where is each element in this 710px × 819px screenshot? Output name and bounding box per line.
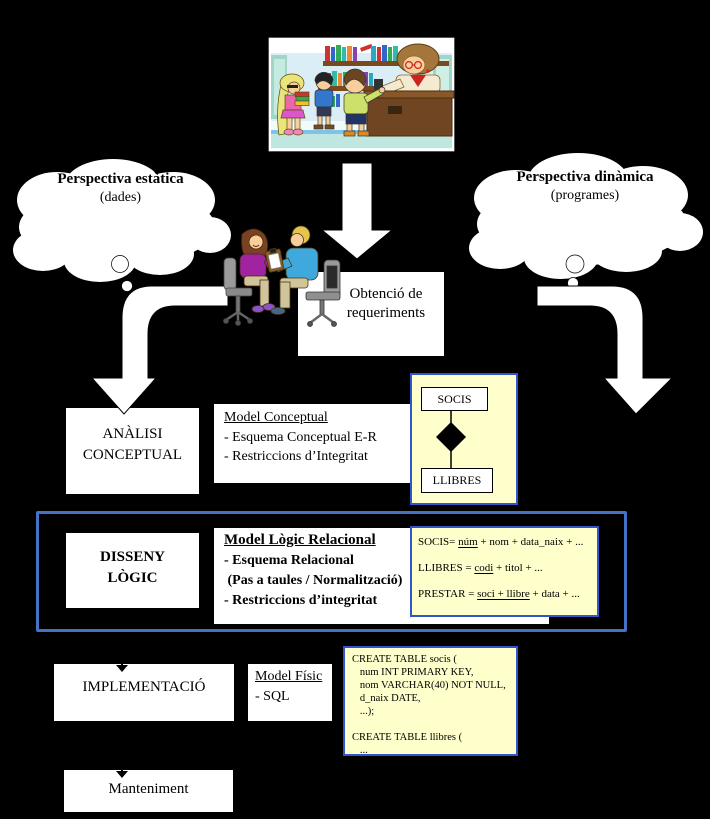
connector-arrow-icon: [116, 663, 128, 672]
curved-arrow-right-icon: [536, 285, 674, 415]
disseny-line2: LÒGIC: [107, 570, 158, 586]
model-fisic-title: Model Físic: [255, 669, 323, 684]
perspective-static-label: Perspectiva estàtica (dades): [23, 170, 218, 207]
model-fisic-items: - SQL: [255, 689, 290, 704]
connector-arrow-icon: [116, 769, 128, 778]
relationship-diamond-icon: [436, 411, 466, 470]
model-logic-title: Model Lògic Relacional: [224, 532, 376, 548]
relational-schema-note: SOCIS= núm + nom + data_naix + ...LLIBRE…: [410, 526, 599, 617]
library-scene-illustration: [268, 37, 455, 152]
perspective-dynamic-label: Perspectiva dinàmica (programes): [480, 168, 690, 205]
model-conceptual-title: Model Conceptual: [224, 410, 328, 425]
analisi-line1: ANÀLISI: [102, 426, 163, 442]
cloud-left-subtitle: (dades): [99, 190, 142, 205]
entity-llibres: LLIBRES: [421, 468, 493, 493]
cloud-left-title: Perspectiva estàtica: [57, 171, 184, 187]
sql-code-lines: CREATE TABLE socis ( num INT PRIMARY KEY…: [352, 654, 506, 756]
model-conceptual-items: - Esquema Conceptual E-R- Restriccions d…: [224, 430, 377, 464]
entity-socis: SOCIS: [421, 387, 488, 411]
phase-box-disseny-logic: DISSENY LÒGIC: [65, 532, 200, 609]
er-diagram-note: SOCIS LLIBRES: [410, 373, 518, 505]
sql-code-note: CREATE TABLE socis ( num INT PRIMARY KEY…: [343, 646, 518, 756]
interview-clipart: [223, 225, 341, 327]
cloud-right-title: Perspectiva dinàmica: [516, 169, 654, 185]
disseny-line1: DISSENY: [99, 549, 166, 565]
requirements-label: Obtenció de requeriments: [346, 286, 426, 321]
thought-cloud-left-icon: [13, 159, 231, 282]
manteniment-label: Manteniment: [108, 781, 189, 797]
relational-schema-lines: SOCIS= núm + nom + data_naix + ...LLIBRE…: [418, 536, 584, 600]
analisi-line2: CONCEPTUAL: [82, 447, 183, 463]
cloud-right-subtitle: (programes): [550, 188, 620, 203]
phase-box-manteniment: Manteniment: [63, 769, 234, 813]
phase-box-implementacio: IMPLEMENTACIÓ: [53, 663, 235, 722]
down-arrow-icon: [320, 163, 394, 260]
logical-design-section: [36, 511, 627, 632]
model-logic-items: - Esquema Relacional (Pas a taules / Nor…: [224, 553, 403, 608]
thought-bubbles-left-icon: [111, 255, 135, 307]
model-fisic-box: Model Físic - SQL: [247, 663, 333, 722]
thought-cloud-right-icon: [469, 153, 703, 279]
phase-box-analisi-conceptual: ANÀLISI CONCEPTUAL: [65, 407, 200, 495]
curved-arrow-left-icon: [90, 285, 229, 415]
model-conceptual-box: Model Conceptual - Esquema Conceptual E-…: [213, 403, 413, 484]
implementacio-label: IMPLEMENTACIÓ: [82, 679, 206, 695]
